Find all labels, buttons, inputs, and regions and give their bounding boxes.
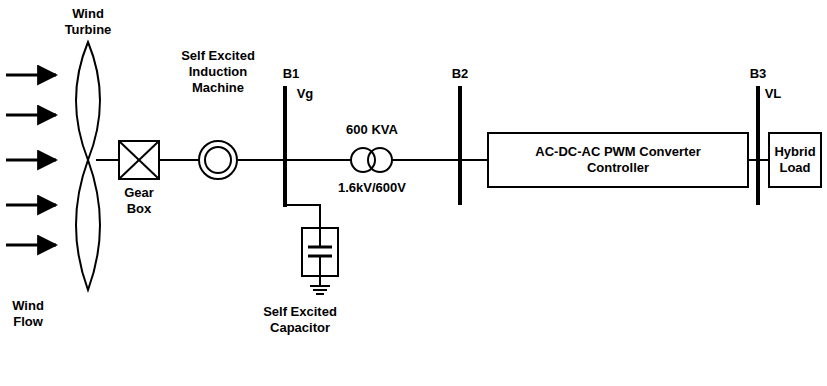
wire — [238, 159, 285, 161]
wind-arrow — [6, 114, 56, 117]
gearbox-symbol — [118, 140, 160, 180]
turbine-blade — [76, 160, 100, 290]
node-text: Gear Box — [113, 185, 165, 217]
rating-label: 1.6kV/600V — [338, 180, 406, 196]
shaft — [96, 159, 118, 161]
wind-arrow — [6, 204, 56, 207]
wire — [285, 159, 351, 161]
gearbox-cross — [119, 141, 159, 179]
wire — [319, 276, 321, 286]
wind-arrow — [6, 74, 56, 77]
component-label: Wind Turbine — [56, 6, 120, 38]
wind-arrow — [6, 244, 56, 247]
capacitor-housing — [302, 228, 338, 276]
bus-label: B1 — [283, 66, 300, 82]
gearbox-box: Gear Box — [118, 140, 160, 180]
transformer-symbol — [351, 148, 392, 172]
connector-wire — [749, 159, 768, 161]
bus-label: B2 — [452, 66, 469, 82]
component-label: Wind Flow — [6, 298, 50, 330]
voltage-label: VL — [765, 86, 782, 102]
bus-label: B3 — [750, 66, 767, 82]
wire — [285, 205, 320, 228]
capacitor-symbol — [285, 205, 338, 294]
component-label: Self Excited Capacitor — [255, 304, 345, 336]
machine-outline — [199, 141, 237, 179]
node-text: Self Excited Induction Machine — [162, 48, 274, 96]
rating-label: 600 KVA — [346, 122, 398, 138]
bus-bar — [458, 86, 462, 205]
bus-bar — [756, 86, 760, 205]
connector-wire — [160, 159, 198, 161]
induction-machine: Self Excited Induction Machine — [198, 140, 238, 180]
machine-symbol — [198, 140, 238, 180]
turbine-blades — [76, 42, 100, 290]
capacitor-plate — [308, 246, 332, 249]
node-text: AC-DC-AC PWM Converter Controller — [523, 144, 713, 176]
wire — [319, 256, 321, 276]
node-text: Hybrid Load — [774, 144, 815, 176]
gearbox-outline — [119, 141, 159, 179]
ground-symbol — [316, 293, 324, 295]
gearbox-cross — [119, 141, 159, 179]
wind-arrow — [6, 159, 56, 162]
machine-rotor — [205, 147, 231, 173]
turbine-blade — [76, 42, 100, 160]
bus-bar — [283, 86, 287, 207]
ground-symbol — [313, 289, 327, 291]
transformer-winding — [368, 148, 392, 172]
ground-symbol — [310, 285, 330, 287]
buses — [285, 86, 758, 207]
wind-arrows — [6, 75, 56, 245]
voltage-label: Vg — [297, 86, 314, 102]
converter-box: AC-DC-AC PWM Converter Controller — [487, 132, 749, 188]
load-box: Hybrid Load — [768, 132, 822, 188]
wire — [319, 228, 321, 247]
wire — [392, 159, 460, 161]
wire — [460, 159, 488, 161]
